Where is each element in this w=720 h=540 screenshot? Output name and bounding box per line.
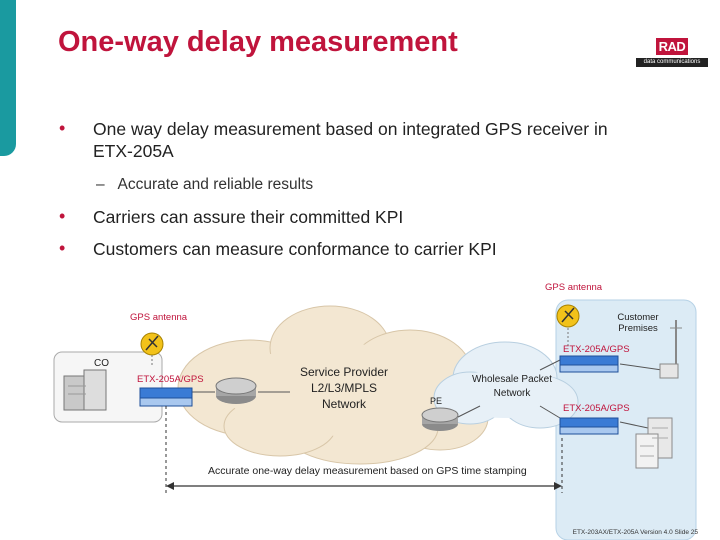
bullet-dot: • <box>59 238 66 258</box>
slide-footer: ETX-203AX/ETX-205A Version 4.0 Slide 25 <box>572 529 698 536</box>
bullet-3-text: Customers can measure conformance to car… <box>93 239 497 259</box>
bullet-1-text: One way delay measurement based on integ… <box>93 119 608 161</box>
customer-premises-label: Customer Premises <box>617 312 659 334</box>
bullet-2: • Carriers can assure their committed KP… <box>59 206 619 230</box>
rad-logo: RAD data communications <box>636 36 708 68</box>
logo-mark: RAD <box>656 38 688 55</box>
router-icon <box>215 377 257 404</box>
satellite-dish-icon <box>556 304 580 348</box>
bullet-2-text: Carriers can assure their committed KPI <box>93 207 404 227</box>
etx-device-co <box>139 387 193 407</box>
network-diagram: GPS antenna GPS antenna Customer Premise… <box>0 278 720 540</box>
logo-tagline: data communications <box>636 58 708 67</box>
bullet-3: • Customers can measure conformance to c… <box>59 238 619 262</box>
router-icon <box>421 407 459 431</box>
wholesale-label: Wholesale Packet Network <box>471 374 553 399</box>
etx-co-label: ETX-205A/GPS <box>137 374 204 385</box>
etx-cp1-label: ETX-205A/GPS <box>563 344 630 355</box>
etx-device-cp2 <box>559 417 619 435</box>
pe-label: PE <box>430 396 443 406</box>
bullet-dot: • <box>59 206 66 226</box>
etx-cp2-label: ETX-205A/GPS <box>563 403 630 414</box>
sub-bullet-1-text: Accurate and reliable results <box>117 176 314 193</box>
gps-antenna-left-label: GPS antenna <box>130 312 188 323</box>
sub-bullet-1: – Accurate and reliable results <box>96 176 314 193</box>
satellite-dish-icon <box>140 332 164 366</box>
co-label: CO <box>94 358 109 369</box>
server-icon <box>63 369 107 411</box>
gps-antenna-right-label: GPS antenna <box>545 282 603 293</box>
left-accent-bar <box>0 0 16 156</box>
bullet-1: • One way delay measurement based on int… <box>59 118 619 164</box>
bullet-dot: • <box>59 118 66 138</box>
etx-device-cp1 <box>559 355 619 373</box>
antenna-tower-icon <box>659 320 682 379</box>
service-provider-label: Service Provider L2/L3/MPLS Network <box>299 365 389 411</box>
measurement-label: Accurate one-way delay measurement based… <box>208 465 527 477</box>
building-icon <box>635 417 673 469</box>
slide-title: One-way delay measurement <box>58 26 458 58</box>
